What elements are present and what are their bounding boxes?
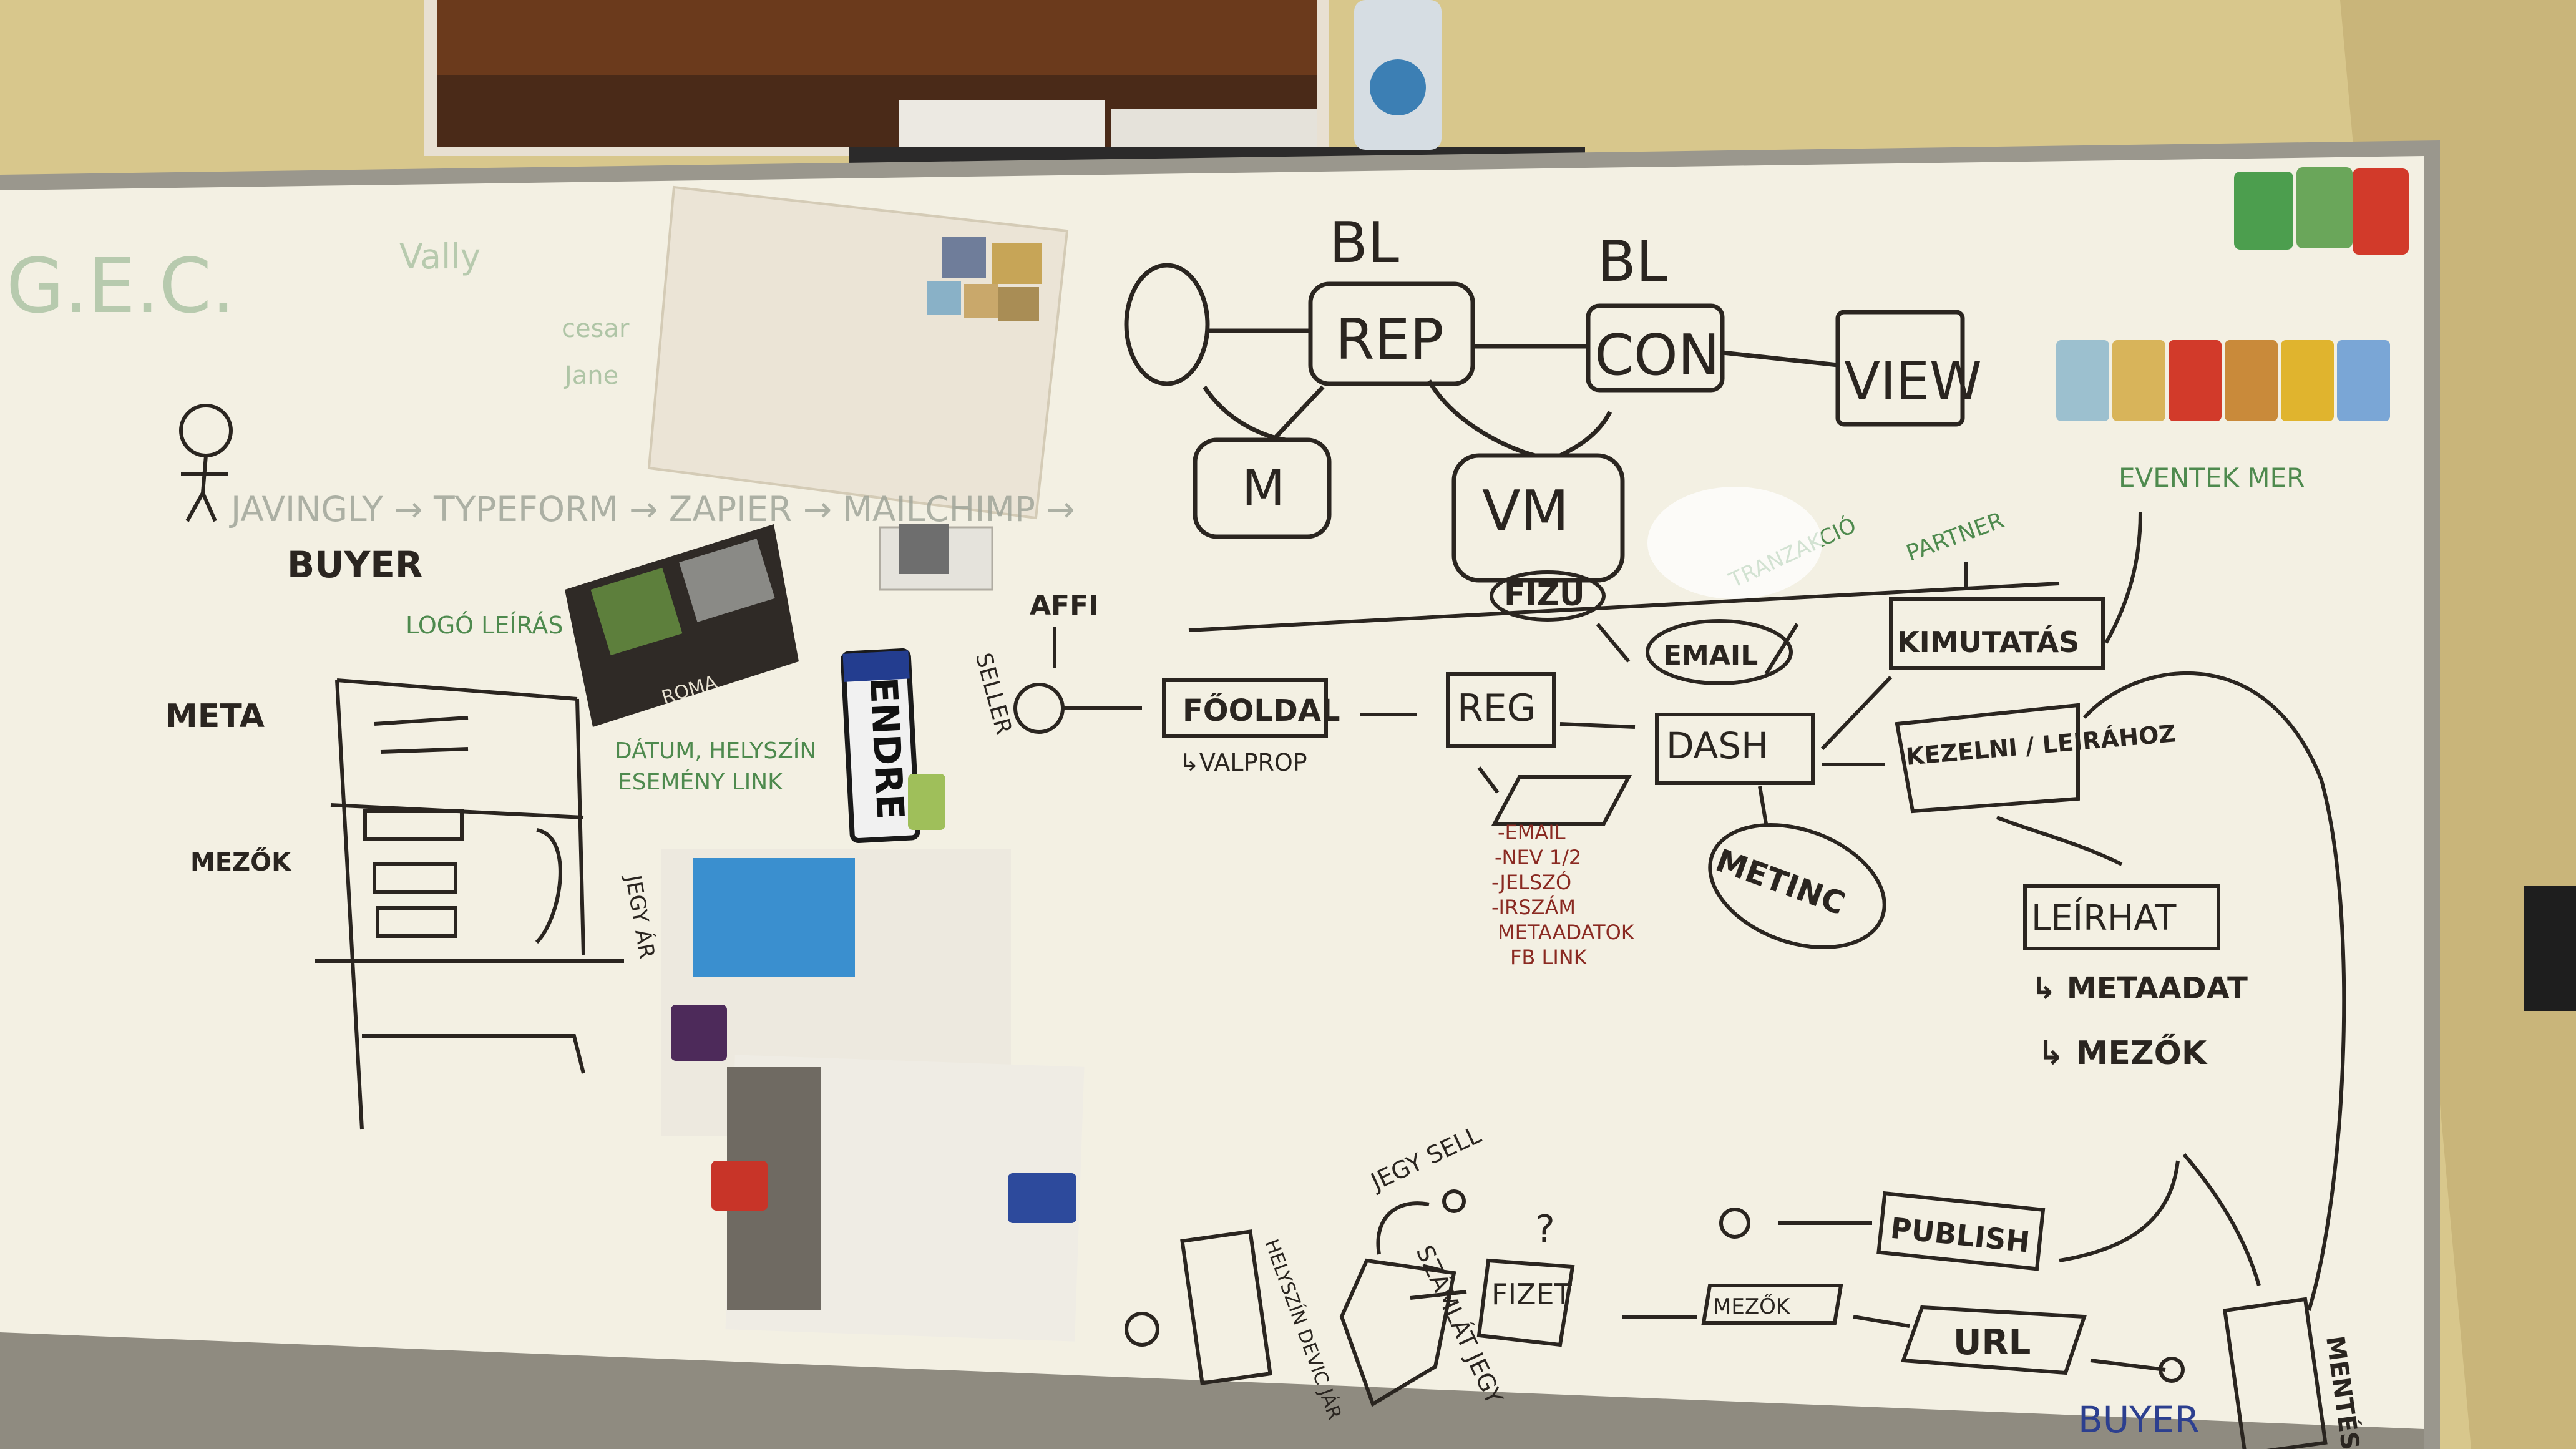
whiteboard-surface [0, 156, 2424, 1449]
plate-sticker [908, 774, 945, 830]
rep-label: REP [1335, 307, 1444, 373]
question-mark: ? [1535, 1208, 1555, 1251]
mezok-bottom-label: MEZŐK [1713, 1294, 1791, 1319]
fizet-label: FIZET [1491, 1277, 1573, 1311]
reg-field-4: METAADATOK [1498, 920, 1635, 944]
jane-label: Jane [563, 361, 618, 390]
purple-sticker [671, 1005, 727, 1061]
picture-sky [437, 0, 1317, 75]
vally-label: Vally [399, 237, 481, 276]
architecture-diagram [1124, 263, 1965, 583]
affi-label: AFFI [1030, 590, 1099, 622]
con-label: CON [1594, 323, 1720, 388]
page-mockup-sketch [315, 678, 624, 1130]
gec-label: G.E.C. [6, 243, 235, 330]
envelope-stamp-4 [964, 284, 998, 318]
spray-can-label [1370, 59, 1426, 115]
eventek-mer-label: EVENTEK MER [2119, 462, 2305, 493]
url-label: URL [1953, 1322, 2031, 1363]
postcard-photo-1 [590, 567, 683, 656]
envelope-stamp-1 [942, 237, 986, 278]
reg-field-1: -NEV 1/2 [1495, 846, 1581, 869]
wall-basket [2524, 886, 2576, 1011]
light-glare [1647, 487, 1822, 599]
meta-label: META [165, 698, 265, 735]
bl-left-label: BL [1329, 210, 1399, 276]
fizu-label: FIZU [1504, 577, 1585, 613]
postcard-photo-2 [679, 539, 775, 622]
reg-field-0: -EMAIL [1498, 821, 1566, 844]
reg-field-2: -JELSZÓ [1491, 870, 1571, 894]
reg-fields-list: -EMAIL -NEV 1/2 -JELSZÓ -IRSZÁM METAADAT… [1491, 821, 1635, 969]
white-box-left [899, 100, 1105, 147]
bl-right-label: BL [1598, 229, 1667, 295]
blue-booklet [693, 858, 855, 977]
stick-figure [179, 404, 233, 522]
m-label: M [1242, 459, 1285, 517]
datum-helyszin-label: DÁTUM, HELYSZÍN [615, 738, 816, 764]
main-flow-lines [1013, 511, 2346, 1311]
envelope-stamp-5 [998, 287, 1039, 321]
mezok-right-label: ↳ MEZŐK [2037, 1034, 2208, 1072]
email-label: EMAIL [1663, 640, 1758, 671]
whiteboard-bottom-tray [0, 1332, 2424, 1449]
dash-label: DASH [1666, 724, 1769, 767]
mezok-left-label: MEZŐK [190, 846, 292, 877]
fooldal-label: FŐOLDAL [1183, 693, 1340, 728]
white-box-right [1111, 109, 1317, 147]
blue-sticker [1008, 1173, 1076, 1223]
kimutatas-label: KIMUTATÁS [1897, 625, 2079, 659]
sticker-group-top [2234, 167, 2409, 255]
reg-field-5: FB LINK [1510, 945, 1588, 969]
gray-card-tag [899, 524, 949, 574]
buyer-bottom-label: BUYER [2078, 1398, 2200, 1441]
red-sticker [711, 1161, 768, 1211]
bottom-flow-lines [1125, 1153, 2328, 1449]
valprop-label: ↳VALPROP [1179, 749, 1307, 776]
vm-label: VM [1482, 479, 1569, 544]
sticker-group-middle [2056, 340, 2390, 421]
buyer-flow-text: JAVINGLY → TYPEFORM → ZAPIER → MAILCHIMP… [229, 489, 1075, 529]
envelope-stamp-2 [992, 243, 1042, 284]
metaadat-label: ↳ METAADAT [2031, 971, 2248, 1006]
envelope-stamp-3 [927, 281, 961, 315]
license-plate-text: ENDRE [861, 676, 912, 821]
view-label: VIEW [1844, 351, 1982, 412]
reg-label: REG [1457, 686, 1536, 730]
esemeny-link-label: ESEMÉNY LINK [618, 769, 783, 795]
faded-green-notes: G.E.C. Vally cesar Jane [6, 237, 630, 390]
logo-leiras-label: LOGÓ LEÍRÁS [406, 612, 564, 639]
buyer-label: BUYER [287, 544, 423, 586]
envelope [647, 185, 1069, 520]
leirhat-label: LEÍRHAT [2031, 897, 2177, 939]
cesar-label: cesar [562, 315, 630, 343]
license-plate: ENDRE [840, 648, 920, 843]
reg-field-3: -IRSZÁM [1491, 895, 1576, 919]
